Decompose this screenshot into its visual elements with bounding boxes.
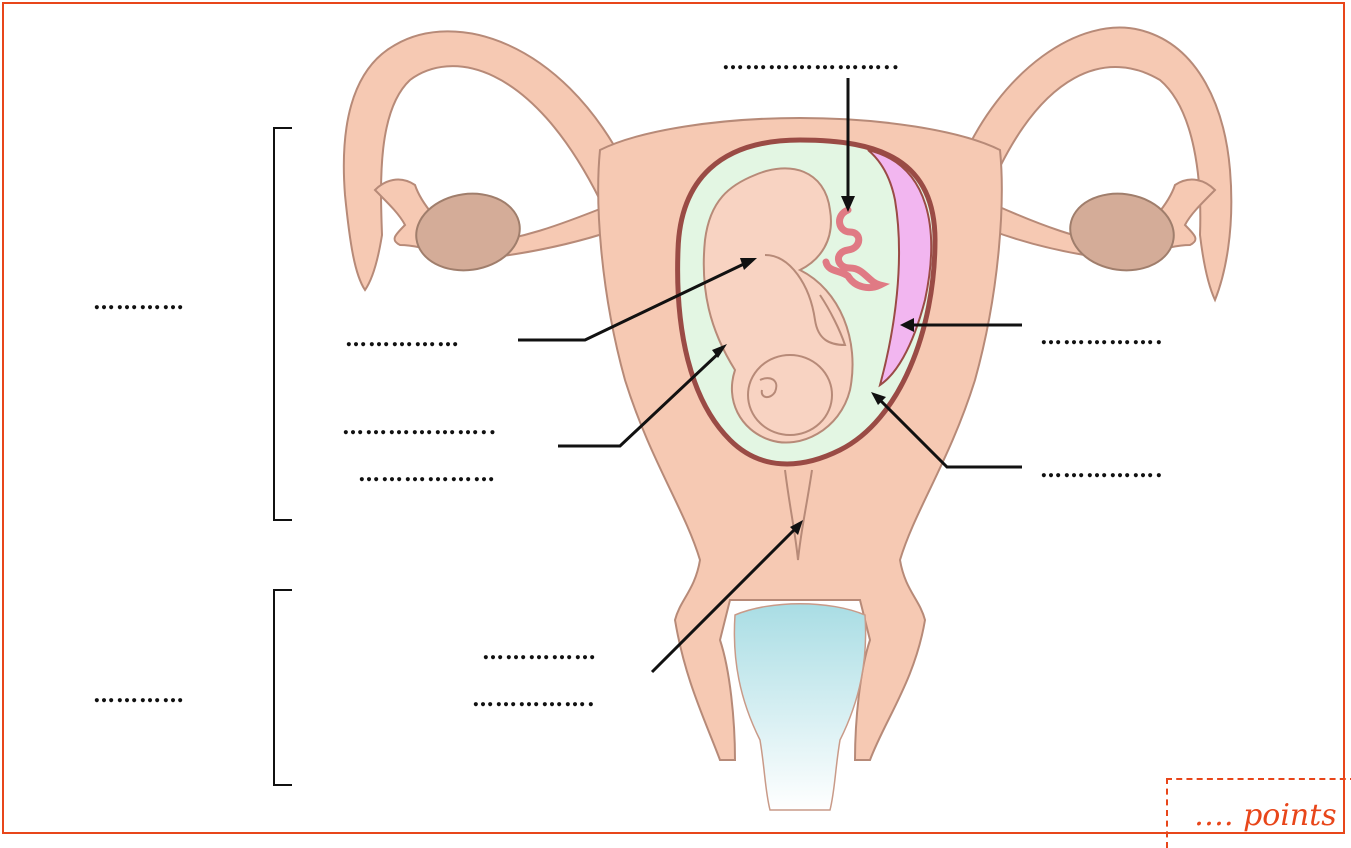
score-box: …. points bbox=[1166, 778, 1351, 848]
label-placenta: ……………. bbox=[1040, 325, 1164, 349]
vagina bbox=[734, 604, 865, 810]
label-amniotic-fluid-2: ……………… bbox=[358, 462, 496, 486]
label-amniotic-fluid-1: ……………….. bbox=[342, 415, 497, 439]
label-fetus: …………… bbox=[345, 327, 460, 351]
label-cervix-1: …………… bbox=[482, 640, 597, 664]
bracket-lower bbox=[274, 590, 292, 785]
bracket-upper bbox=[274, 128, 292, 520]
label-amniotic-membrane: ……………. bbox=[1040, 458, 1164, 482]
label-upper-group: ………… bbox=[93, 290, 185, 314]
ovary-left bbox=[411, 187, 525, 277]
label-umbilical-cord: ………………….. bbox=[722, 50, 900, 74]
score-text: …. points bbox=[1194, 798, 1337, 833]
ovary-right bbox=[1065, 187, 1179, 277]
label-cervix-2: ……………. bbox=[472, 687, 596, 711]
label-lower-group: ………… bbox=[93, 683, 185, 707]
